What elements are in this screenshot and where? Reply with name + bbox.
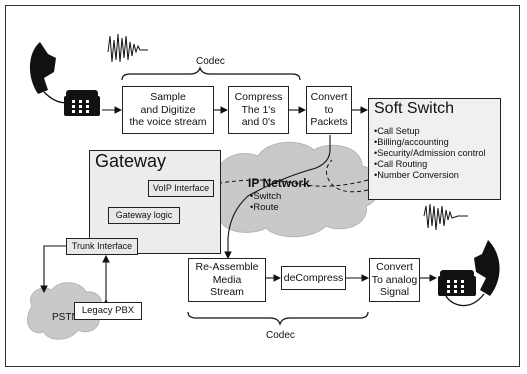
codec-bottom-label: Codec — [266, 330, 295, 341]
soundwave-right — [423, 203, 468, 231]
soft-switch-item: Call Setup — [374, 126, 498, 137]
desk-phone-left-icon — [64, 90, 100, 116]
dashed-softswitch-to-network — [326, 159, 369, 193]
ip-network-cloud — [204, 141, 381, 238]
gateway-logic-box: Gateway logic — [108, 207, 180, 224]
pstn-label: PSTN — [52, 312, 79, 323]
ip-network-item: Switch — [250, 191, 281, 202]
gateway-title: Gateway — [95, 151, 167, 171]
reassemble-box: Re-Assemble Media Stream — [188, 258, 266, 302]
soft-switch-item: Security/Admission control — [374, 148, 498, 159]
soft-switch-item: Call Routing — [374, 159, 498, 170]
gateway-panel — [89, 150, 221, 254]
ip-network-function-list: Switch Route — [250, 191, 281, 213]
arrow-trunk-to-pstn — [40, 245, 70, 294]
handset-right-icon — [445, 240, 500, 307]
ip-network-item: Route — [250, 202, 281, 213]
sample-digitize-box: Sample and Digitize the voice stream — [122, 86, 214, 134]
diagram-frame — [5, 5, 520, 367]
ip-network-title: IP Network — [248, 176, 310, 190]
voip-interface-box: VoIP Interface — [148, 180, 214, 197]
soft-switch-item: Number Conversion — [374, 170, 498, 181]
decompress-box: deCompress — [281, 266, 346, 290]
dashed-softswitch-to-voip — [213, 179, 369, 187]
soft-switch-item: Billing/accounting — [374, 137, 498, 148]
soft-switch-function-list: Call Setup Billing/accounting Security/A… — [374, 126, 498, 181]
soft-switch-title: Soft Switch — [374, 100, 455, 117]
convert-to-packets-box: Convert to Packets — [306, 86, 352, 134]
legacy-pbx-box: Legacy PBX — [74, 302, 142, 320]
arrow-packets-into-network — [224, 135, 331, 260]
compress-box: Compress The 1's and 0's — [228, 86, 289, 134]
convert-to-analog-box: Convert To analog Signal — [369, 258, 420, 302]
codec-top-brace — [121, 66, 301, 81]
desk-phone-right-icon — [438, 270, 476, 296]
soundwave-left — [107, 33, 148, 63]
trunk-interface-box: Trunk Interface — [66, 238, 138, 255]
codec-bottom-brace — [187, 311, 369, 326]
codec-top-label: Codec — [196, 56, 225, 67]
